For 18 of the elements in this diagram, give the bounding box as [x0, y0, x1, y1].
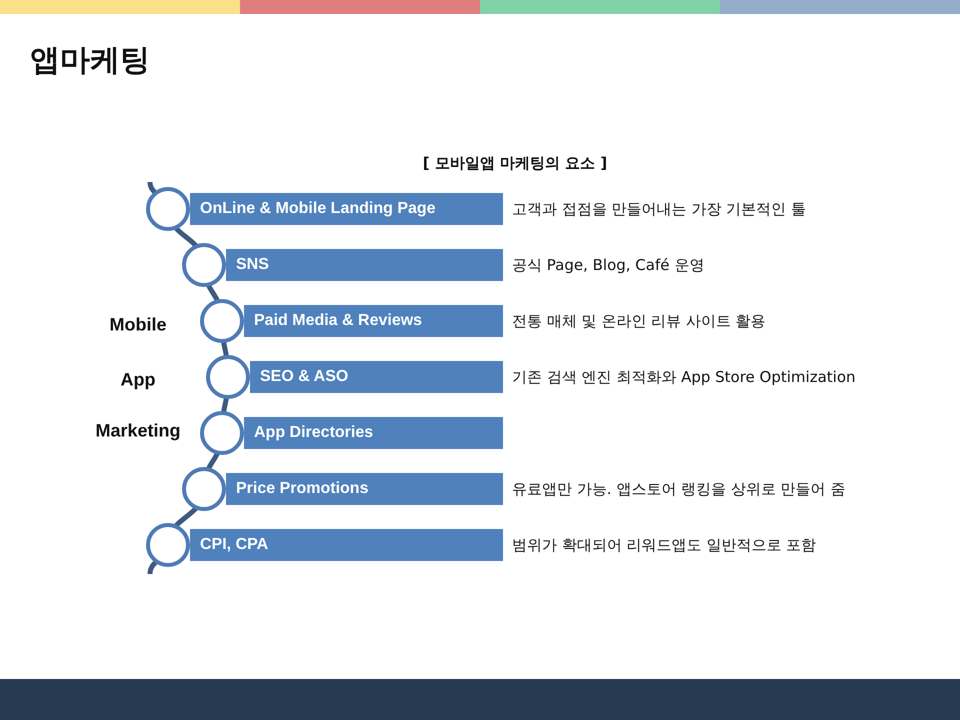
- side-label: Marketing: [94, 420, 182, 442]
- timeline-bar: App Directories: [244, 417, 503, 449]
- timeline-bar: SNS: [226, 249, 503, 281]
- timeline-bar: Price Promotions: [226, 473, 503, 505]
- description-text: 유료앱만 가능. 앱스토어 랭킹을 상위로 만들어 줌: [512, 479, 846, 500]
- timeline-bar: SEO & ASO: [250, 361, 503, 393]
- side-label: App: [120, 368, 156, 392]
- timeline-bar: OnLine & Mobile Landing Page: [190, 193, 503, 225]
- description-text: 공식 Page, Blog, Café 운영: [512, 255, 704, 276]
- side-label: Mobile: [108, 314, 168, 336]
- description-text: 전통 매체 및 온라인 리뷰 사이트 활용: [512, 311, 766, 332]
- description-text: 범위가 확대되어 리워드앱도 일반적으로 포함: [512, 535, 816, 556]
- timeline-bar: Paid Media & Reviews: [244, 305, 503, 337]
- diagram-subtitle: [ 모바일앱 마케팅의 요소 ]: [422, 153, 608, 174]
- page-title: 앱마케팅: [30, 42, 150, 80]
- description-text: 고객과 접점을 만들어내는 가장 기본적인 툴: [512, 199, 806, 220]
- timeline-bar: CPI, CPA: [190, 529, 503, 561]
- description-text: 기존 검색 엔진 최적화와 App Store Optimization: [512, 367, 856, 388]
